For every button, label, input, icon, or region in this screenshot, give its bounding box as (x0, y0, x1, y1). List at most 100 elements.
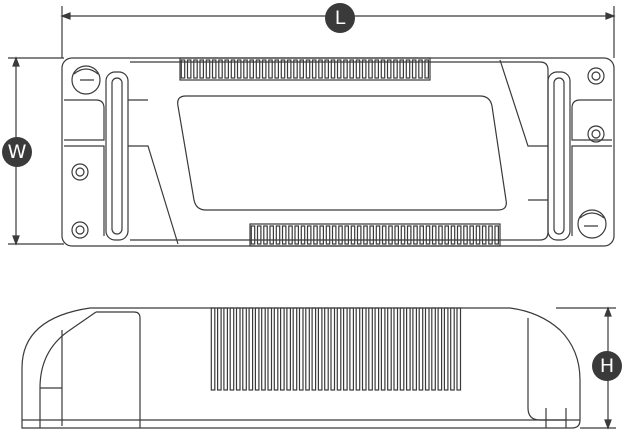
slot-mount-bottom-right (577, 209, 607, 239)
vent-slot (406, 307, 411, 391)
vent-slot (324, 307, 329, 391)
vent-slot (205, 59, 211, 79)
vent-slot (393, 307, 399, 391)
vent-slot (387, 307, 392, 391)
screw-hole-top-right (587, 67, 605, 85)
vent-slot (418, 307, 424, 391)
vent-slot (393, 59, 398, 79)
dimension-width (8, 56, 64, 246)
vent-slot (280, 59, 286, 79)
screw-hole-mid-right (587, 125, 605, 143)
vent-slot (355, 59, 361, 79)
vent-slot (336, 59, 342, 79)
vent-slot (388, 225, 393, 245)
vent-slots-top (180, 59, 430, 79)
vent-slot (481, 225, 487, 245)
vent-slot (331, 225, 337, 245)
vent-slot (210, 307, 216, 391)
vent-slot (288, 225, 293, 245)
housing-outline (61, 57, 615, 247)
vent-slot (336, 307, 342, 391)
vent-slot (305, 307, 310, 391)
vent-slot (180, 59, 186, 79)
vent-slot (424, 307, 430, 391)
vent-slot (249, 59, 255, 79)
vent-slot (254, 307, 260, 391)
vent-slot (488, 225, 493, 245)
vent-slot (469, 225, 475, 245)
vent-slot (444, 225, 450, 245)
vent-slot (286, 307, 291, 391)
vent-slot (494, 225, 500, 245)
vent-slot (325, 225, 331, 245)
vent-slot (256, 225, 262, 245)
vent-slot (412, 307, 417, 391)
vent-slot (356, 225, 362, 245)
vent-slot (349, 307, 354, 391)
vent-slot (273, 307, 279, 391)
vent-slot (456, 307, 462, 391)
vent-slot (263, 225, 268, 245)
vent-slot (218, 59, 223, 79)
vent-slot (475, 225, 481, 245)
vent-slot (381, 225, 387, 245)
vent-slot (261, 307, 266, 391)
top-view (8, 6, 616, 247)
vent-slot (368, 59, 373, 79)
vent-slot (374, 307, 380, 391)
vent-slot (269, 225, 275, 245)
vent-slot (368, 307, 373, 391)
vent-slot (211, 59, 217, 79)
vent-slot (317, 307, 323, 391)
vent-slots-bottom (250, 225, 500, 245)
vent-slot (431, 225, 437, 245)
vent-slot (330, 59, 336, 79)
vent-slot (224, 59, 230, 79)
vent-slot (236, 59, 242, 79)
vent-slot (375, 225, 381, 245)
dimension-label-length-text: L (334, 6, 346, 29)
vent-slot (230, 59, 236, 79)
dimension-label-width-text: W (7, 140, 27, 163)
vent-slot (338, 225, 343, 245)
vent-slot (217, 307, 222, 391)
vent-slot (463, 225, 468, 245)
right-end-cap (499, 59, 612, 241)
vent-slot (330, 307, 336, 391)
vent-slot (275, 225, 281, 245)
vent-slot (437, 307, 443, 391)
vent-slot (268, 59, 273, 79)
left-end-cap (64, 71, 179, 245)
vent-slot (280, 307, 285, 391)
vent-slot (394, 225, 400, 245)
vent-slot (419, 225, 425, 245)
vent-slot (386, 59, 392, 79)
dimension-label-width: W (2, 137, 32, 167)
vent-slot (361, 59, 367, 79)
vent-slot (261, 59, 267, 79)
slot-mount-top-left (71, 65, 101, 95)
vent-slot (193, 59, 198, 79)
vent-slot (286, 59, 292, 79)
vent-slot (399, 307, 405, 391)
vent-slot (450, 225, 456, 245)
vent-slot (255, 59, 261, 79)
vent-slot (431, 307, 436, 391)
vent-slot (355, 307, 361, 391)
vent-slot (369, 225, 375, 245)
vent-slot (456, 225, 462, 245)
vent-slot (424, 59, 430, 79)
vent-slot (235, 307, 241, 391)
vent-slot (292, 307, 298, 391)
side-end-block-left (39, 311, 97, 428)
vent-slot (350, 225, 356, 245)
side-end-block-right (527, 318, 566, 421)
vent-slot (361, 307, 367, 391)
vent-slot (411, 59, 417, 79)
vent-slot (186, 59, 192, 79)
vent-slot (450, 307, 455, 391)
dimension-label-height: H (592, 351, 622, 381)
vent-slot (199, 59, 205, 79)
vent-slot (399, 59, 405, 79)
vent-slots-side (210, 307, 462, 391)
